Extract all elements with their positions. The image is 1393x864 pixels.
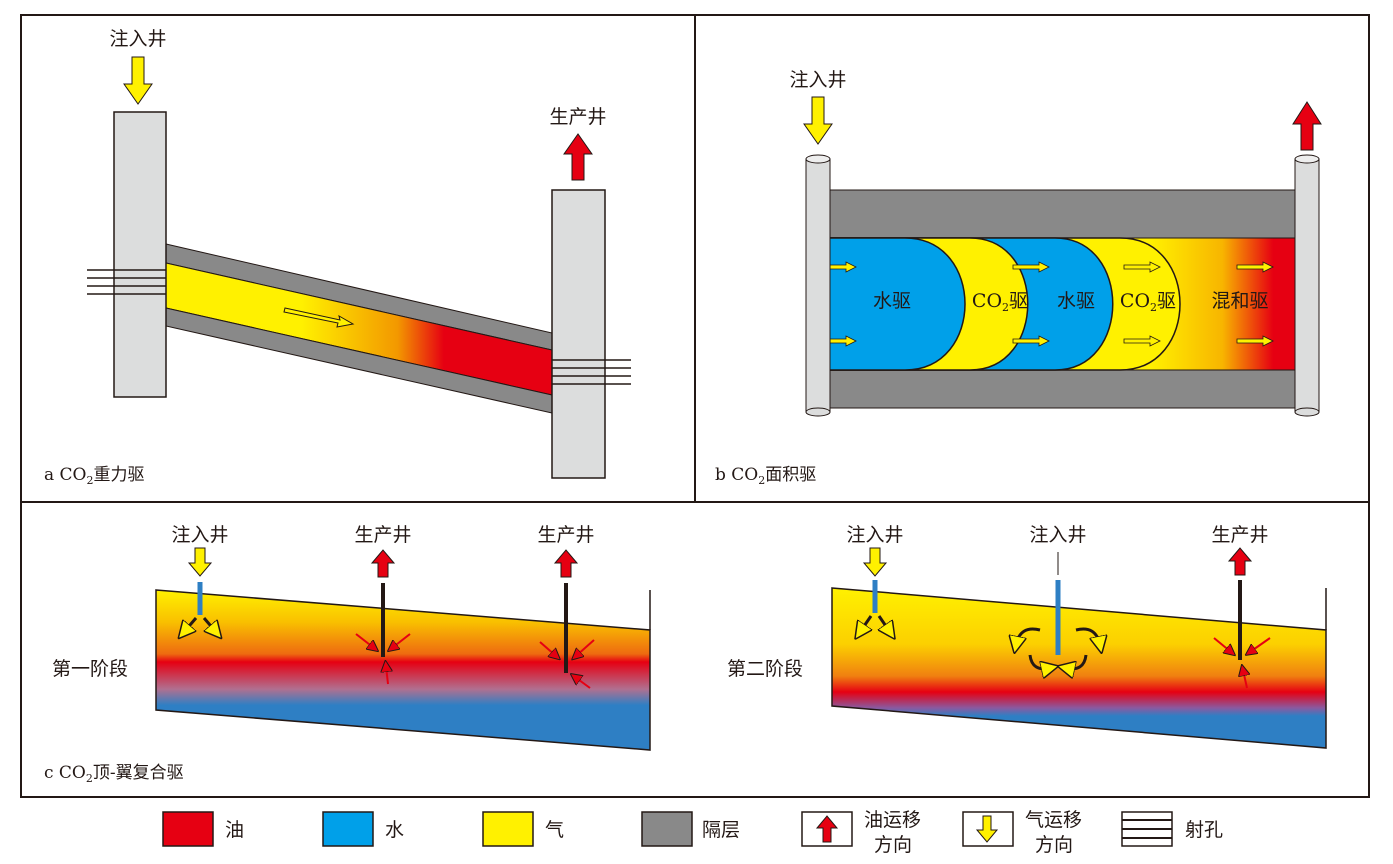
gas-migration-arrows [184, 617, 216, 632]
reservoir [155, 589, 651, 751]
stage-1-label: 第一阶段 [52, 658, 128, 680]
gas-down-arrow-icon [975, 815, 999, 843]
injection-well [113, 111, 167, 398]
legend-label-perforation: 射孔 [1185, 819, 1223, 841]
legend-label-oil: 油 [225, 819, 244, 841]
production-well-label-2: 生产井 [537, 524, 594, 546]
flow-arrows [819, 261, 1274, 347]
production-well [551, 189, 606, 479]
legend-label-oil-migration: 油运移 [864, 809, 921, 831]
legend-swatch-barrier [641, 811, 693, 847]
panel-b-area-drive: 注入井 水驱 CO2驱 水驱 CO2驱 混和驱 b CO2面积驱 [715, 69, 1322, 487]
gas-down-arrow-icon [803, 96, 833, 145]
oil-up-arrow-icon [563, 133, 593, 181]
perforation-right [552, 359, 631, 385]
legend: 油 水 气 隔层 油运移 方向 气运移 方向 射孔 [162, 809, 1223, 856]
legend-perforation-icon [1121, 811, 1173, 847]
panel-c-stage-1: 注入井 生产井 生产井 第一阶段 c CO2顶-翼复合驱 [44, 524, 651, 785]
oil-up-arrow-icon [815, 815, 839, 843]
legend-label-barrier: 隔层 [702, 819, 740, 841]
oil-up-arrow-icon [370, 549, 396, 578]
injection-well-label: 注入井 [109, 28, 166, 50]
barrier-bottom [827, 369, 1298, 409]
zone-co2-drive-1: CO2驱 [972, 290, 1028, 314]
zone-water-drive-1: 水驱 [873, 290, 911, 312]
oil-up-arrow-icon [1227, 547, 1253, 576]
flow-arrow-icon [283, 307, 355, 328]
oil-migration-arrows [1213, 637, 1271, 689]
barrier-top [827, 189, 1298, 239]
stage-2-label: 第二阶段 [727, 658, 803, 680]
gas-down-arrow-icon [123, 56, 153, 105]
gas-down-arrow-icon [862, 547, 888, 577]
water-front-1 [827, 237, 966, 371]
gas-swirl-arrows [1016, 627, 1100, 669]
legend-label-gas: 气 [545, 819, 564, 841]
legend-swatch-oil [162, 811, 214, 847]
legend-label-gas-migration-2: 方向 [1035, 834, 1073, 856]
injection-well [805, 154, 831, 417]
legend-swatch-water [322, 811, 374, 847]
injection-well-label-2: 注入井 [1029, 524, 1086, 546]
legend-label-water: 水 [385, 819, 404, 841]
frame [20, 14, 1370, 798]
legend-label-oil-migration-2: 方向 [874, 834, 912, 856]
zone-water-drive-2: 水驱 [1057, 290, 1095, 312]
legend-swatch-gas [482, 811, 534, 847]
panel-a-gravity-drive: 注入井 生产井 a CO2重力驱 [44, 28, 631, 487]
production-well [1294, 154, 1320, 417]
injection-well-label: 注入井 [789, 69, 846, 91]
panel-c-caption: c CO2顶-翼复合驱 [44, 763, 184, 785]
zone-co2-drive-2: CO2驱 [1120, 290, 1176, 314]
production-well-label: 生产井 [1211, 524, 1268, 546]
gas-migration-arrows [860, 615, 890, 632]
oil-migration-arrows [355, 633, 411, 685]
panel-a-caption: a CO2重力驱 [44, 465, 144, 487]
oil-up-arrow-icon [1292, 101, 1322, 151]
legend-label-gas-migration: 气运移 [1025, 809, 1082, 831]
injection-well-label: 注入井 [846, 524, 903, 546]
panel-b-caption: b CO2面积驱 [715, 465, 816, 487]
gas-down-arrow-icon [187, 547, 213, 577]
production-well-label: 生产井 [549, 106, 606, 128]
oil-migration-arrows-2 [539, 639, 595, 689]
oil-up-arrow-icon [553, 549, 579, 578]
zone-mixed-drive: 混和驱 [1211, 290, 1268, 312]
production-well-label: 生产井 [354, 524, 411, 546]
panel-c-stage-2: 注入井 注入井 生产井 第二阶段 [727, 524, 1327, 749]
perforation-left [87, 269, 166, 295]
injection-well-label: 注入井 [171, 524, 228, 546]
